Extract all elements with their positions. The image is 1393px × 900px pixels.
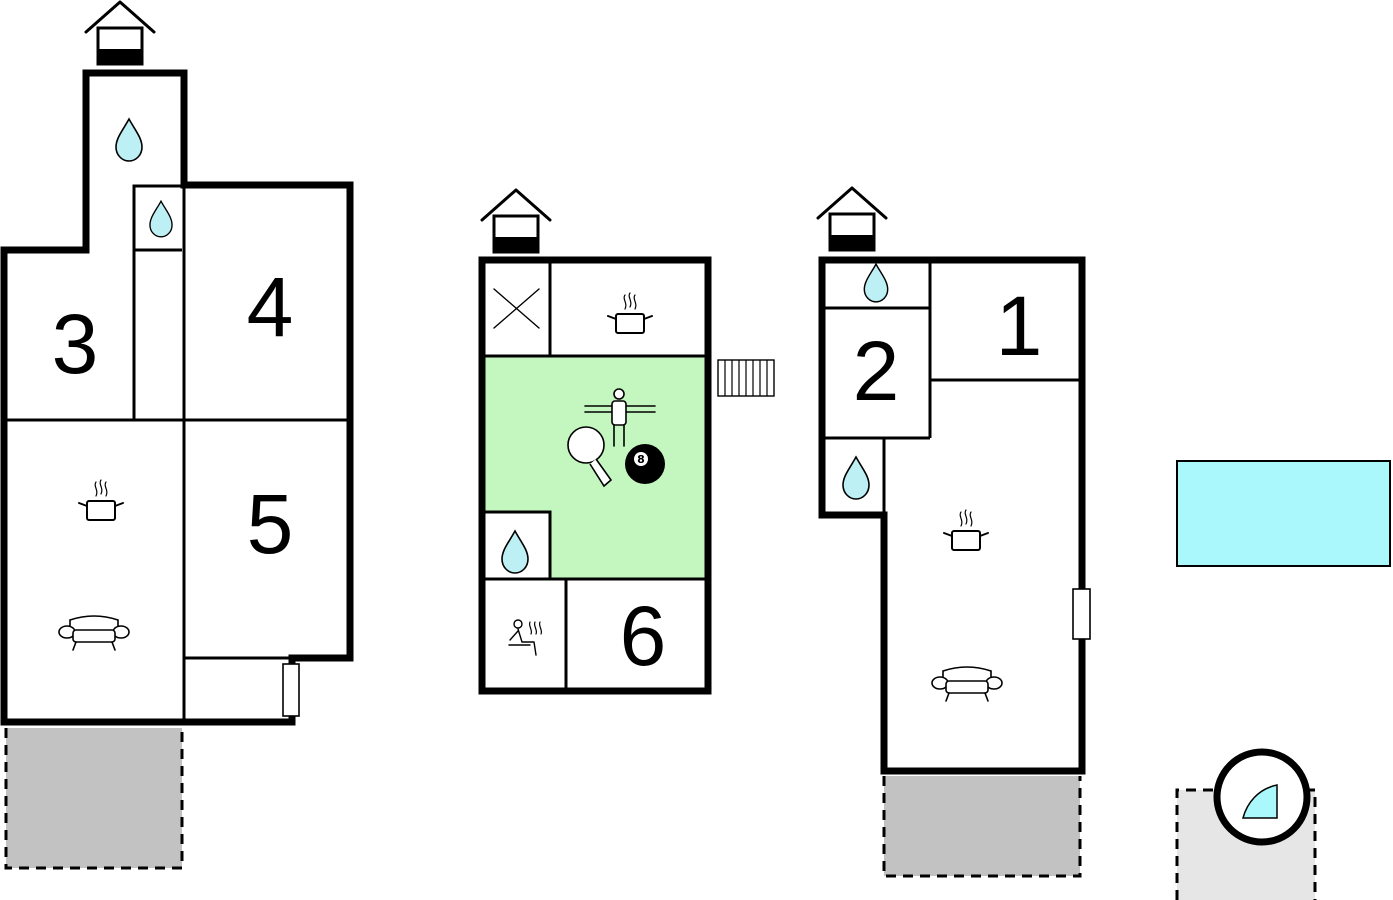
right-house-partitions xyxy=(824,262,1080,513)
room-4-label: 4 xyxy=(247,260,294,354)
cooking-pot-icon xyxy=(943,509,989,551)
house-entrance-icon xyxy=(480,188,552,254)
left-house: 3 4 5 xyxy=(0,0,354,870)
table-football-icon xyxy=(584,388,656,447)
sofa-icon xyxy=(58,615,130,651)
water-drop-icon xyxy=(501,530,529,574)
cross-icon xyxy=(493,288,540,329)
hot-tub-water xyxy=(1242,784,1278,819)
sauna-icon xyxy=(508,619,543,656)
cooking-pot-icon xyxy=(78,479,124,521)
room-6-label: 6 xyxy=(620,589,667,683)
room-3-label: 3 xyxy=(52,297,99,391)
middle-house-outer-wall xyxy=(478,256,712,695)
table-tennis-icon xyxy=(567,426,613,488)
cooking-pot-icon xyxy=(607,292,653,334)
left-house-outer-wall xyxy=(0,69,354,726)
middle-house: 8 6 xyxy=(478,188,775,695)
terrace-left xyxy=(6,728,182,868)
water-drop-icon xyxy=(863,263,889,303)
sofa-icon xyxy=(931,666,1003,702)
terrace-left-outline xyxy=(4,728,184,870)
right-house-outer-wall xyxy=(818,256,1086,775)
right-house: 2 1 xyxy=(816,186,1091,878)
terrace-right-outline xyxy=(882,776,1082,878)
stairs-icon xyxy=(717,359,775,397)
house-entrance-icon xyxy=(816,186,888,252)
billiard-ball-icon: 8 xyxy=(625,444,665,484)
water-drop-icon xyxy=(842,456,870,500)
room-1-label: 1 xyxy=(996,279,1043,373)
room-5-label: 5 xyxy=(247,477,294,571)
left-house-partitions xyxy=(4,184,350,722)
swimming-pool xyxy=(1176,460,1391,567)
terrace-right xyxy=(884,776,1080,876)
room-2-label: 2 xyxy=(853,324,900,418)
water-drop-icon xyxy=(149,200,173,238)
door-icon xyxy=(282,663,300,717)
svg-text:8: 8 xyxy=(637,453,645,466)
water-drop-icon xyxy=(115,118,143,162)
spa-area xyxy=(1175,748,1317,900)
middle-house-partitions xyxy=(482,260,708,691)
house-entrance-icon xyxy=(84,0,156,66)
door-icon xyxy=(1072,588,1091,640)
